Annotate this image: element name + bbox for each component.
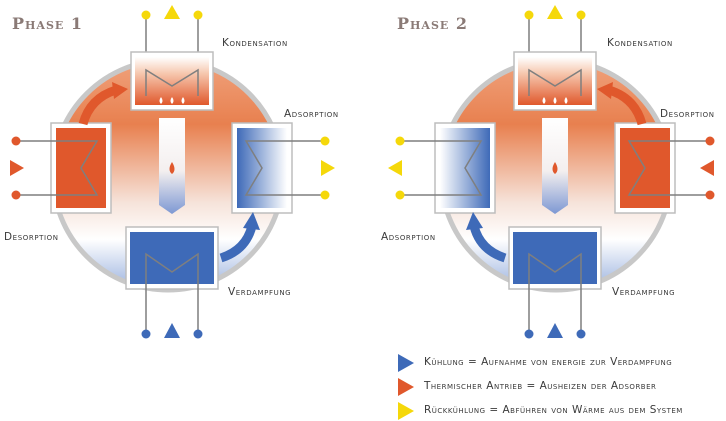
orange-triangle-icon — [700, 160, 714, 176]
legend — [398, 354, 414, 420]
yellow-dot — [320, 136, 330, 146]
phase-2-condenser — [513, 51, 597, 111]
blue-dot — [524, 329, 534, 339]
phase-1-vapor-pipe — [159, 118, 185, 214]
yellow-triangle-icon — [547, 5, 563, 19]
yellow-dot — [395, 136, 405, 146]
phase-2-label-desorption: Desorption — [660, 108, 715, 120]
yellow-dot — [193, 10, 203, 20]
blue-dot — [193, 329, 203, 339]
yellow-triangle-icon — [164, 5, 180, 19]
yellow-dot — [576, 10, 586, 20]
yellow-dot — [141, 10, 151, 20]
phase-2-diagram — [388, 5, 715, 339]
orange-triangle-icon — [398, 378, 414, 396]
phase-1-label-condensation: Kondensation — [222, 37, 288, 49]
phase-1-diagram — [10, 5, 335, 339]
phase-2-desorber — [614, 122, 710, 214]
legend-item-cooling: Kühlung = Aufnahme von energie zur Verda… — [424, 356, 673, 368]
yellow-dot — [320, 190, 330, 200]
orange-dot — [11, 136, 21, 146]
phase-2-adsorber — [400, 122, 496, 214]
orange-dot — [11, 190, 21, 200]
blue-dot — [576, 329, 586, 339]
phase-1-title: Phase 1 — [12, 14, 83, 33]
phase-2-label-condensation: Kondensation — [607, 37, 673, 49]
phase-1-adsorber — [231, 122, 325, 214]
orange-dot — [705, 190, 715, 200]
phase-2-vapor-pipe — [542, 118, 568, 214]
phase-1-evaporator — [125, 226, 219, 334]
blue-dot — [141, 329, 151, 339]
yellow-dot — [395, 190, 405, 200]
blue-triangle-icon — [547, 323, 563, 338]
phase-1-label-desorption: Desorption — [4, 231, 59, 243]
yellow-triangle-icon — [388, 160, 402, 176]
phase-1-label-evaporation: Verdampfung — [228, 286, 292, 298]
phase-1-condenser — [130, 51, 214, 111]
orange-flow-arrow — [607, 85, 647, 126]
legend-item-thermal-drive: Thermischer Antrieb = Ausheizen der Adso… — [424, 380, 657, 392]
blue-triangle-icon — [164, 323, 180, 338]
legend-item-recooling: Rückkühlung = Abführen von Wärme aus dem… — [424, 404, 683, 416]
phase-1-desorber — [16, 122, 112, 214]
orange-flow-arrow — [78, 85, 118, 126]
phase-2-label-adsorption: Adsorption — [381, 231, 436, 243]
yellow-dot — [524, 10, 534, 20]
orange-dot — [705, 136, 715, 146]
phase-2-evaporator — [508, 226, 602, 334]
phase-1-label-adsorption: Adsorption — [284, 108, 339, 120]
orange-triangle-icon — [10, 160, 24, 176]
yellow-triangle-icon — [321, 160, 335, 176]
blue-flow-arrow — [219, 224, 257, 263]
phase-2-title: Phase 2 — [397, 14, 468, 33]
blue-triangle-icon — [398, 354, 414, 372]
blue-flow-arrow — [469, 224, 507, 263]
drop-icon — [552, 162, 558, 174]
yellow-triangle-icon — [398, 402, 414, 420]
phase-2-label-evaporation: Verdampfung — [612, 286, 676, 298]
drop-icon — [169, 162, 175, 174]
